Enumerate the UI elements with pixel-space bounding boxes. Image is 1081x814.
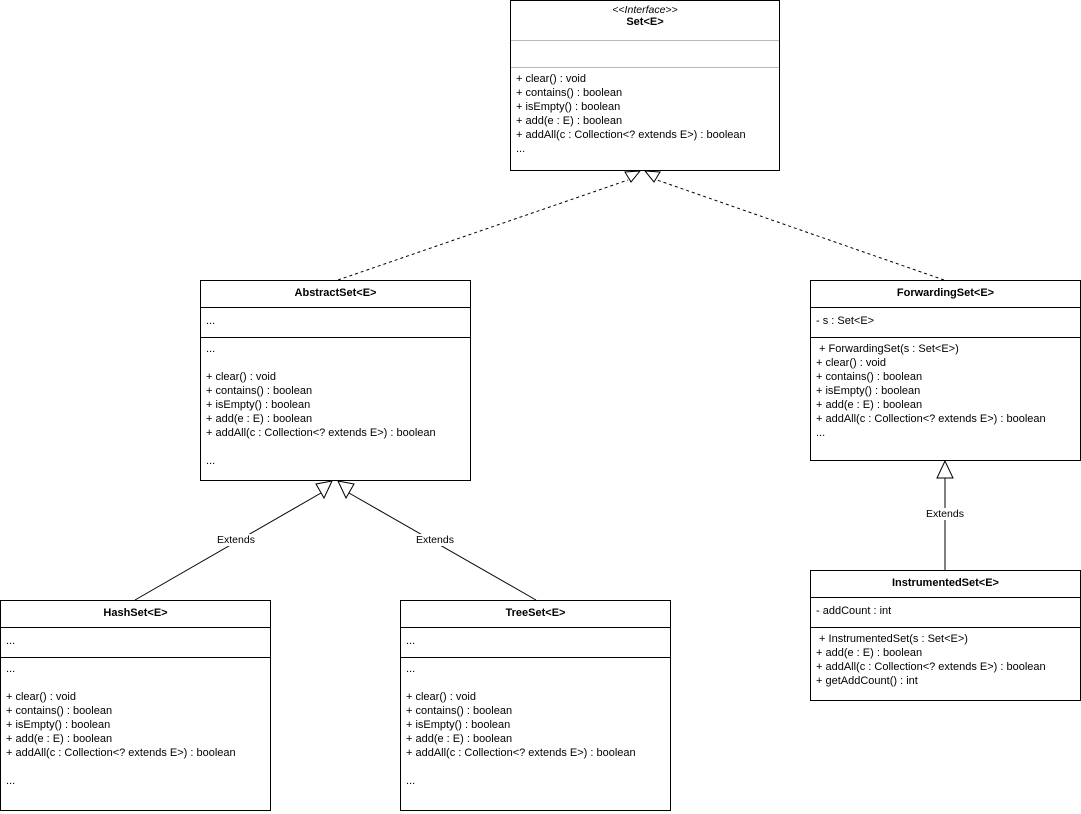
- class-set[interactable]: <<Interface>>Set<E> + clear() : void + con…: [510, 0, 780, 171]
- edge-label-treeset-extends: Extends: [415, 534, 455, 546]
- edge-label-hashset-extends: Extends: [216, 534, 256, 546]
- class-header: InstrumentedSet<E>: [811, 571, 1080, 597]
- class-method: + clear() : void: [406, 691, 476, 703]
- class-method: ...: [6, 775, 16, 787]
- class-method: + clear() : void: [816, 357, 886, 369]
- class-method: + isEmpty() : boolean: [206, 399, 311, 411]
- class-separator: [511, 67, 779, 68]
- class-method: + contains() : boolean: [816, 371, 923, 383]
- class-method: + isEmpty() : boolean: [6, 719, 111, 731]
- class-separator: [811, 627, 1080, 628]
- generalization-arrowhead-instrumentedset-forwardingset: [936, 459, 954, 479]
- class-method: ...: [516, 143, 526, 155]
- class-method: + add(e : E) : boolean: [406, 733, 513, 745]
- class-method: ...: [206, 455, 216, 467]
- class-treeset[interactable]: TreeSet<E>...... + clear() : void + contai…: [400, 600, 671, 811]
- class-method: + add(e : E) : boolean: [816, 647, 923, 659]
- generalization-line-hashset-abstractset: [134, 492, 322, 601]
- class-method: + clear() : void: [516, 73, 586, 85]
- class-name: ForwardingSet<E>: [896, 287, 995, 299]
- class-separator: [201, 307, 470, 308]
- class-method: + contains() : boolean: [206, 385, 313, 397]
- class-separator: [511, 40, 779, 41]
- realization-line-forwardingset-set: [656, 179, 945, 281]
- class-separator: [401, 657, 670, 658]
- class-separator: [811, 337, 1080, 338]
- class-method: + contains() : boolean: [516, 87, 623, 99]
- class-method: + isEmpty() : boolean: [816, 385, 921, 397]
- class-attribute: ...: [406, 635, 416, 647]
- class-method: + contains() : boolean: [406, 705, 513, 717]
- class-method: + addAll(c : Collection<? extends E>) : …: [516, 129, 746, 141]
- class-method: + addAll(c : Collection<? extends E>) : …: [6, 747, 236, 759]
- class-method: ...: [6, 663, 16, 675]
- class-header: HashSet<E>: [1, 601, 270, 627]
- class-name: HashSet<E>: [103, 607, 168, 619]
- class-name: TreeSet<E>: [505, 607, 566, 619]
- class-method: + add(e : E) : boolean: [6, 733, 113, 745]
- class-stereotype: <<Interface>>: [612, 4, 678, 16]
- class-method: + addAll(c : Collection<? extends E>) : …: [206, 427, 436, 439]
- class-name: InstrumentedSet<E>: [892, 577, 999, 589]
- class-method: + add(e : E) : boolean: [516, 115, 623, 127]
- class-separator: [811, 307, 1080, 308]
- class-method: + getAddCount() : int: [816, 675, 918, 687]
- class-method: + isEmpty() : boolean: [406, 719, 511, 731]
- class-separator: [811, 597, 1080, 598]
- class-method: ...: [406, 775, 416, 787]
- class-method: ...: [406, 663, 416, 675]
- class-hashset[interactable]: HashSet<E>...... + clear() : void + contai…: [0, 600, 271, 811]
- class-method: + contains() : boolean: [6, 705, 113, 717]
- class-separator: [201, 337, 470, 338]
- class-abstractset[interactable]: AbstractSet<E>...... + clear() : void + co…: [200, 280, 471, 481]
- class-method: + clear() : void: [206, 371, 276, 383]
- class-method: + addAll(c : Collection<? extends E>) : …: [406, 747, 636, 759]
- class-method: + add(e : E) : boolean: [206, 413, 313, 425]
- class-method: + addAll(c : Collection<? extends E>) : …: [816, 661, 1046, 673]
- class-method: + clear() : void: [6, 691, 76, 703]
- class-name: AbstractSet<E>: [294, 287, 377, 299]
- class-forwardingset[interactable]: ForwardingSet<E> - s : Set<E> + Forwardin…: [810, 280, 1081, 461]
- generalization-arrowhead-hashset-abstractset: [315, 480, 333, 500]
- class-method: + add(e : E) : boolean: [816, 399, 923, 411]
- class-separator: [401, 627, 670, 628]
- realization-arrowhead-forwardingset-set: [643, 170, 661, 183]
- class-instrumentedset[interactable]: InstrumentedSet<E> - addCount : int + Ins…: [810, 570, 1081, 701]
- class-attribute: - s : Set<E>: [816, 315, 875, 327]
- class-separator: [1, 627, 270, 628]
- class-method: + ForwardingSet(s : Set<E>): [816, 343, 959, 355]
- class-header: ForwardingSet<E>: [811, 281, 1080, 307]
- class-name: Set<E>: [626, 16, 664, 28]
- generalization-line-treeset-abstractset: [348, 492, 537, 601]
- class-method: + InstrumentedSet(s : Set<E>): [816, 633, 968, 645]
- realization-line-abstractset-set: [337, 179, 629, 281]
- edge-label-instrumentedset-extends: Extends: [925, 508, 965, 520]
- class-attribute: - addCount : int: [816, 605, 892, 617]
- class-method: ...: [816, 427, 826, 439]
- class-separator: [1, 657, 270, 658]
- class-header: <<Interface>>Set<E>: [511, 1, 779, 40]
- class-method: + addAll(c : Collection<? extends E>) : …: [816, 413, 1046, 425]
- class-method: ...: [206, 343, 216, 355]
- realization-arrowhead-abstractset-set: [624, 170, 642, 183]
- class-header: TreeSet<E>: [401, 601, 670, 627]
- class-attribute: ...: [6, 635, 16, 647]
- generalization-arrowhead-treeset-abstractset: [337, 480, 355, 500]
- class-header: AbstractSet<E>: [201, 281, 470, 307]
- class-attribute: ...: [206, 315, 216, 327]
- class-method: + isEmpty() : boolean: [516, 101, 621, 113]
